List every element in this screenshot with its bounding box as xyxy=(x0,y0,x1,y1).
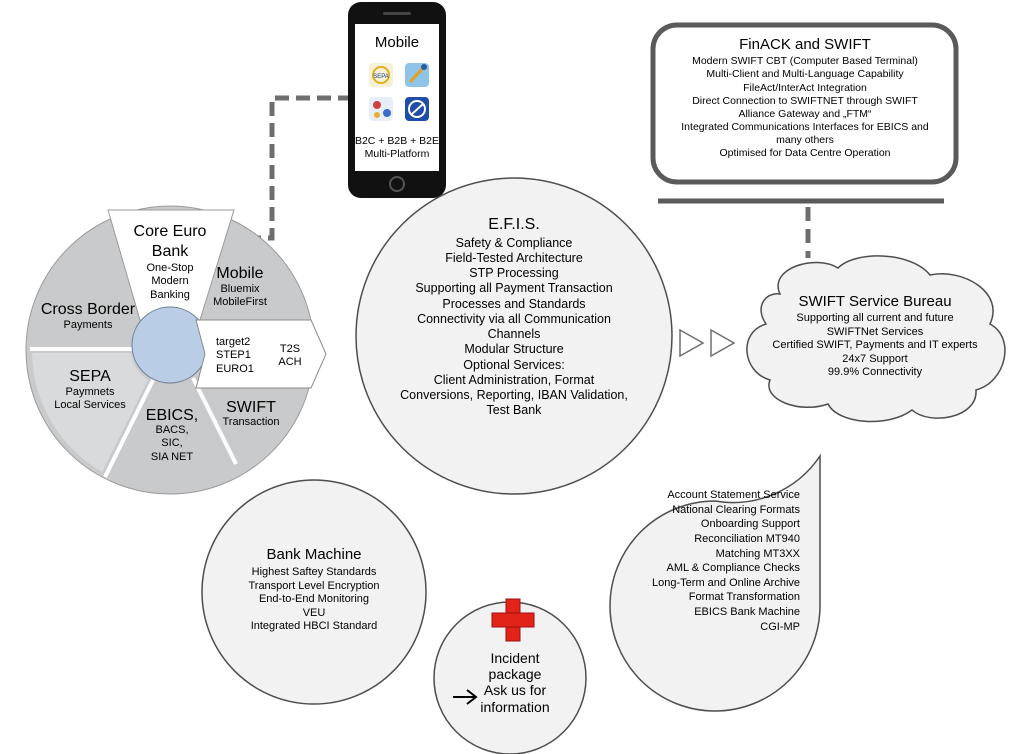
clearing-arrow xyxy=(195,319,327,389)
finack-title: FinACK and SWIFT xyxy=(739,36,871,53)
flow-arrow-1 xyxy=(679,328,705,358)
service-item: AML & Compliance Checks xyxy=(666,562,800,575)
cross-border-sub: Payments xyxy=(63,319,113,331)
arrow-left-labels: target2 STEP1 EURO1 xyxy=(216,336,254,375)
service-item: Onboarding Support xyxy=(700,518,800,531)
service-item: Reconciliation MT940 xyxy=(694,532,800,545)
finack-line: Modern SWIFT CBT (Computer Based Termina… xyxy=(692,55,918,68)
service-item: Matching MT3XX xyxy=(715,547,800,560)
bureau-title: SWIFT Service Bureau xyxy=(798,293,952,310)
incident-line: package xyxy=(488,666,542,683)
finack-line: many others xyxy=(776,134,834,147)
app-icon-transfer xyxy=(405,97,429,121)
efis-line: Safety & Compliance xyxy=(455,235,573,250)
service-item: Long-Term and Online Archive xyxy=(652,576,800,589)
bank-machine-line: End-to-End Monitoring xyxy=(258,593,370,606)
efis-line: Client Administration, Format xyxy=(433,372,595,387)
cross-border-title: Cross Border xyxy=(40,301,136,318)
finack-line: FileAct/InterAct Integration xyxy=(743,81,867,94)
finack-line: Alliance Gateway and „FTM“ xyxy=(738,107,872,120)
ebics-sub: BACS, SIC, SIA NET xyxy=(150,424,194,463)
service-item: EBICS Bank Machine xyxy=(694,606,800,618)
mobile-phone-line2: Multi-Platform xyxy=(364,148,430,161)
service-item: Account Statement Service xyxy=(667,489,800,501)
incident-text[interactable]: Incident package Ask us for information xyxy=(470,650,560,715)
wheel-mobile-title: Mobile xyxy=(216,265,264,282)
incident-line: Ask us for xyxy=(483,682,547,699)
mobile-phone-caption: B2C + B2B + B2E Multi-Platform xyxy=(352,135,442,161)
finack-box xyxy=(650,22,959,185)
efis-line: STP Processing xyxy=(469,266,559,281)
ebics-title: EBICS, xyxy=(145,407,199,424)
services-teardrop xyxy=(609,453,821,712)
incident-line: information xyxy=(480,698,550,715)
flow-arrow-2 xyxy=(710,328,736,358)
services-text: Account Statement Service National Clear… xyxy=(630,488,800,634)
efis-text: E.F.I.S. Safety & Compliance Field-Teste… xyxy=(384,215,644,419)
app-icon-pin xyxy=(405,63,429,87)
wheel-swift-sub: Transaction xyxy=(222,416,280,428)
bank-machine-circle xyxy=(201,479,427,705)
efis-line: Test Bank xyxy=(486,403,542,418)
bank-machine-line: Integrated HBCI Standard xyxy=(250,619,378,632)
efis-title: E.F.I.S. xyxy=(488,216,540,233)
bureau-text: SWIFT Service Bureau Supporting all curr… xyxy=(760,293,990,379)
bank-machine-line: VEU xyxy=(302,606,326,619)
core-euro-bank-wheel xyxy=(25,205,327,495)
service-bureau-cloud xyxy=(746,255,1006,423)
bureau-line: SWIFTNet Services xyxy=(826,325,924,338)
finack-line: Integrated Communications Interfaces for… xyxy=(681,120,929,133)
efis-line: Processes and Standards xyxy=(442,296,586,311)
bureau-line: Supporting all current and future xyxy=(796,312,954,325)
efis-line: Field-Tested Architecture xyxy=(445,250,583,265)
finack-line: Direct Connection to SWIFTNET through SW… xyxy=(692,94,918,107)
efis-line: Connectivity via all Communication xyxy=(417,311,611,326)
app-icon-network xyxy=(369,97,393,121)
sepa-sub: Paymnets Local Services xyxy=(54,386,126,412)
phone-connector xyxy=(226,95,352,241)
svg-text:SEPA: SEPA xyxy=(373,74,389,80)
bank-machine-line: Transport Level Encryption xyxy=(248,579,380,592)
mobile-phone-line1: B2C + B2B + B2E xyxy=(354,135,440,147)
bureau-line: Certified SWIFT, Payments and IT experts xyxy=(772,339,978,352)
core-euro-bank-title: Core Euro Bank xyxy=(133,223,207,260)
sepa-segment xyxy=(32,353,148,472)
efis-line: Channels xyxy=(487,327,541,342)
hub-circle xyxy=(131,306,209,384)
efis-line: Modular Structure xyxy=(464,342,564,357)
core-euro-bank-sub: One-Stop Modern Banking xyxy=(146,262,194,301)
service-item: Format Transformation xyxy=(688,591,800,604)
bank-machine-text: Bank Machine Highest Saftey Standards Tr… xyxy=(224,546,404,633)
incident-line: Incident xyxy=(490,650,540,666)
sepa-title: SEPA xyxy=(69,368,111,385)
smartphone-icon: SEPA xyxy=(348,2,446,198)
efis-line: Supporting all Payment Transaction xyxy=(415,281,613,296)
efis-line: Conversions, Reporting, IBAN Validation, xyxy=(400,388,628,403)
red-cross-icon xyxy=(491,598,535,642)
bank-machine-line: Highest Saftey Standards xyxy=(251,566,377,579)
efis-line: Optional Services: xyxy=(463,357,565,372)
service-item: National Clearing Formats xyxy=(672,503,800,516)
arrow-right-labels: T2S ACH xyxy=(278,343,302,369)
app-icon-sepa: SEPA xyxy=(369,63,393,87)
bank-machine-title: Bank Machine xyxy=(266,546,362,563)
bureau-line: 99.9% Connectivity xyxy=(827,365,923,378)
service-item: CGI-MP xyxy=(760,620,800,633)
wheel-mobile-sub: Bluemix MobileFirst xyxy=(213,283,267,309)
arrow-right-icon xyxy=(453,689,478,705)
finack-text: FinACK and SWIFT Modern SWIFT CBT (Compu… xyxy=(660,36,950,160)
finack-line: Multi-Client and Multi-Language Capabili… xyxy=(706,68,904,81)
mobile-phone-title: Mobile xyxy=(374,34,420,51)
wheel-swift-title: SWIFT xyxy=(226,399,276,416)
efis-circle xyxy=(355,177,673,495)
finack-line: Optimised for Data Centre Operation xyxy=(719,147,891,160)
bureau-line: 24x7 Support xyxy=(842,352,908,365)
